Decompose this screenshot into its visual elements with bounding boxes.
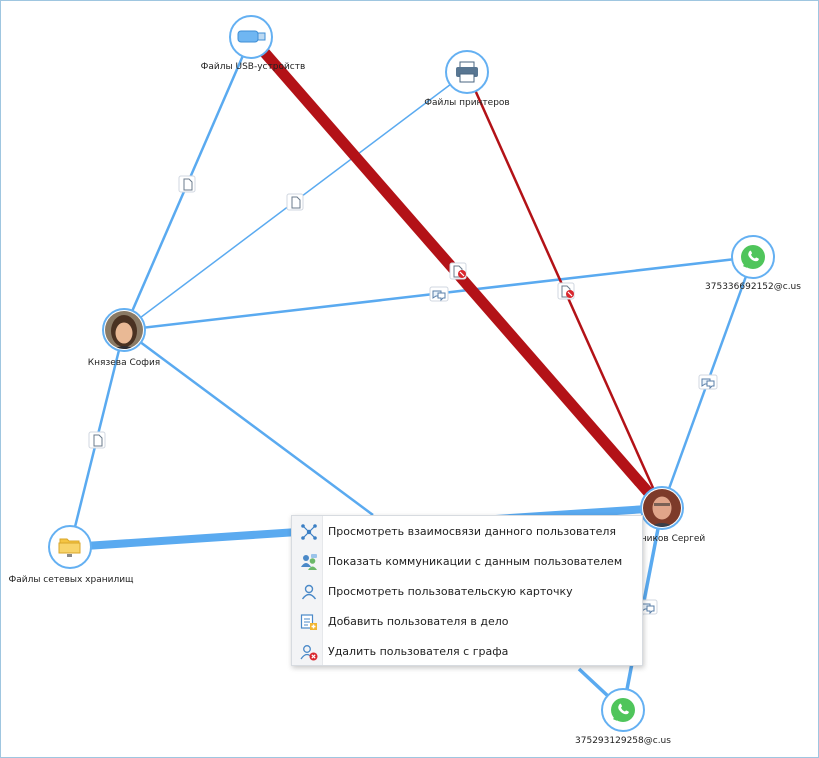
user-avatar xyxy=(643,489,681,527)
remove-user-icon xyxy=(300,645,318,661)
menu-item-view-relations[interactable]: Просмотреть взаимосвязи данного пользова… xyxy=(292,517,642,547)
communications-users-icon xyxy=(301,554,317,570)
node-label-whatsapp2: 375293129258@c.us xyxy=(575,736,671,746)
message-badge-icon[interactable] xyxy=(698,374,718,390)
whatsapp-icon xyxy=(611,698,635,722)
node-label-sergey: ников Сергей xyxy=(641,534,706,544)
user-avatar xyxy=(105,311,143,349)
node-whatsapp2[interactable]: 375293129258@c.us xyxy=(575,688,671,746)
menu-icon-gutter xyxy=(292,516,323,665)
node-usb[interactable]: Файлы USB-устройств xyxy=(201,15,306,72)
node-label-sofia: Князева София xyxy=(88,358,160,368)
node-sofia[interactable]: Князева София xyxy=(88,308,160,368)
node-label-nas: Файлы сетевых хранилищ xyxy=(8,575,134,585)
menu-item-add-to-case[interactable]: Добавить пользователя в дело xyxy=(292,607,642,637)
menu-item-view-user-card[interactable]: Просмотреть пользовательскую карточку xyxy=(292,577,642,607)
file-badge-icon[interactable] xyxy=(286,193,304,211)
file-badge-icon[interactable] xyxy=(88,431,106,449)
node-nas[interactable]: Файлы сетевых хранилищ xyxy=(8,525,134,585)
menu-item-label: Показать коммуникации с данным пользоват… xyxy=(328,555,623,568)
edge-sofia-sergey[interactable] xyxy=(123,328,374,517)
add-to-case-icon xyxy=(300,614,317,630)
node-sergey[interactable]: ников Сергей xyxy=(640,486,706,544)
menu-item-show-communications[interactable]: Показать коммуникации с данным пользоват… xyxy=(292,547,642,577)
edge-badges xyxy=(88,175,718,615)
menu-item-label: Удалить пользователя с графа xyxy=(328,645,509,658)
user-context-menu: Просмотреть взаимосвязи данного пользова… xyxy=(291,515,643,666)
node-printer[interactable]: Файлы принтеров xyxy=(424,50,510,108)
menu-item-remove-from-graph[interactable]: Удалить пользователя с графа xyxy=(292,637,642,667)
menu-item-label: Просмотреть пользовательскую карточку xyxy=(328,585,573,598)
node-label-printer: Файлы принтеров xyxy=(424,98,509,108)
menu-item-label: Добавить пользователя в дело xyxy=(328,615,509,628)
node-label-usb: Файлы USB-устройств xyxy=(201,62,306,72)
node-label-whatsapp1: 375336692152@c.us xyxy=(705,282,801,292)
menu-item-label: Просмотреть взаимосвязи данного пользова… xyxy=(328,525,617,538)
usb-drive-icon xyxy=(237,30,266,43)
blocked-file-badge-icon[interactable] xyxy=(449,262,467,280)
file-badge-icon[interactable] xyxy=(178,175,196,193)
printer-icon xyxy=(456,61,478,83)
message-badge-icon[interactable] xyxy=(429,286,449,302)
relations-graph-icon xyxy=(301,524,317,540)
blocked-file-badge-icon[interactable] xyxy=(557,282,575,300)
node-whatsapp1[interactable]: 375336692152@c.us xyxy=(705,235,801,292)
user-card-icon xyxy=(301,584,317,600)
whatsapp-icon xyxy=(741,245,765,269)
folder-icon xyxy=(58,538,81,557)
